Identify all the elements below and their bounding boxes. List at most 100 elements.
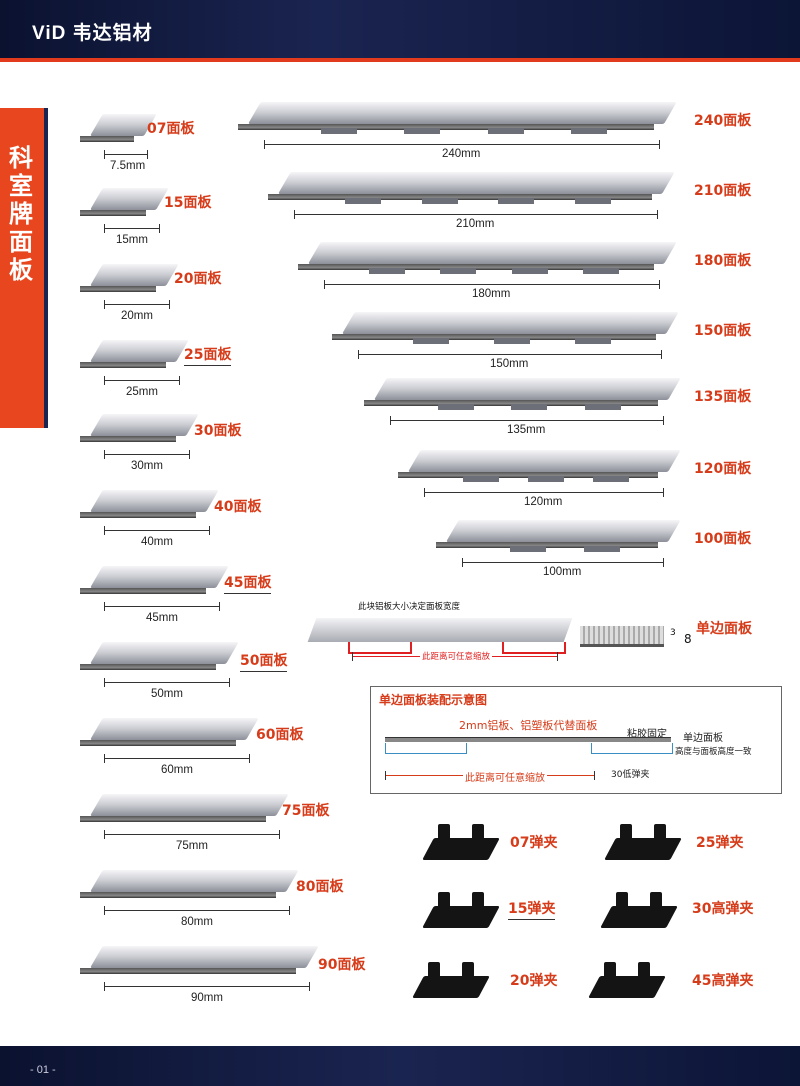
left-dim-line — [104, 678, 230, 687]
right-panel-image — [288, 242, 684, 280]
left-panel-label: 80面板 — [296, 879, 344, 895]
right-dim-line — [358, 350, 662, 359]
diagram-clip-right — [591, 743, 673, 754]
left-panel-label: 07面板 — [147, 121, 195, 137]
sidebar-block — [0, 108, 48, 428]
panel-rib — [511, 268, 548, 274]
panel-rib — [575, 198, 612, 204]
left-panel-label: 50面板 — [240, 650, 288, 672]
custom-panel-bottom-note: 此距离可任意缩放 — [420, 650, 493, 662]
left-dim-line — [104, 982, 310, 991]
right-dim-line — [390, 416, 664, 425]
diagram-note-scale: 此距离可任意缩放 — [463, 769, 547, 784]
right-dim-line — [462, 558, 664, 567]
panel-rib — [575, 338, 611, 344]
panel-rib — [463, 476, 499, 482]
panel-rib — [440, 268, 477, 274]
right-panel-label: 135面板 — [694, 389, 752, 405]
sidebar-title: 科室牌面板 — [9, 144, 33, 284]
right-panel-image — [228, 102, 684, 140]
panel-rib — [510, 546, 546, 552]
left-panel-label: 30面板 — [194, 423, 242, 439]
footer-bar: - 01 - — [0, 1046, 800, 1086]
panel-rib — [494, 338, 530, 344]
left-dim-line — [104, 376, 180, 385]
header-bar: ViD 韦达铝材 — [0, 0, 800, 58]
left-panel-image — [70, 718, 259, 752]
left-dim-line — [104, 830, 280, 839]
right-panel-image — [258, 172, 682, 210]
left-dim-line — [104, 150, 148, 159]
left-panel-image — [70, 114, 157, 148]
left-panel-label: 60面板 — [256, 727, 304, 743]
panel-rib — [570, 128, 607, 134]
panel-rib — [421, 198, 458, 204]
left-panel-image — [70, 642, 239, 676]
right-panel-image — [426, 520, 688, 558]
left-panel-image — [70, 188, 169, 222]
diagram-clip-left — [385, 743, 467, 754]
right-panel-label: 150面板 — [694, 323, 752, 339]
left-dim-label: 45mm — [146, 612, 178, 624]
panel-rib — [584, 404, 621, 410]
single-side-dim-a: 3 — [670, 628, 676, 638]
left-panel-image — [70, 794, 289, 828]
left-dim-label: 90mm — [191, 992, 223, 1004]
clip-image — [596, 888, 682, 940]
clip-image — [408, 958, 494, 1010]
left-panel-label: 20面板 — [174, 271, 222, 287]
right-dim-line — [424, 488, 664, 497]
diagram-note-clip: 30低弹夹 — [611, 770, 650, 780]
left-panel-image — [70, 414, 199, 448]
left-panel-image — [70, 566, 229, 600]
left-dim-line — [104, 602, 220, 611]
single-side-panel-image — [580, 626, 664, 647]
clip-image — [418, 888, 504, 940]
left-panel-label: 40面板 — [214, 499, 262, 515]
left-panel-image — [70, 490, 219, 524]
left-dim-label: 50mm — [151, 688, 183, 700]
right-panel-label: 100面板 — [694, 531, 752, 547]
right-dim-label: 120mm — [524, 496, 563, 508]
left-dim-label: 80mm — [181, 916, 213, 928]
panel-rib — [321, 128, 358, 134]
right-panel-label: 240面板 — [694, 113, 752, 129]
panel-rib — [498, 198, 535, 204]
right-panel-image — [322, 312, 686, 350]
left-dim-line — [104, 300, 170, 309]
right-dim-line — [294, 210, 658, 219]
clip-label: 15弹夹 — [508, 898, 556, 920]
assembly-diagram: 单边面板装配示意图 2mm铝板、铝塑板代替面板 粘胶固定 单边面板 高度与面板高… — [370, 686, 782, 794]
right-dim-label: 180mm — [472, 288, 511, 300]
left-dim-label: 30mm — [131, 460, 163, 472]
left-dim-label: 40mm — [141, 536, 173, 548]
right-dim-line — [324, 280, 660, 289]
page-number: - 01 - — [30, 1064, 56, 1076]
left-panel-label: 25面板 — [184, 344, 232, 366]
left-dim-line — [104, 526, 210, 535]
single-side-dim-b: 8 — [684, 632, 692, 646]
panel-rib — [593, 476, 629, 482]
clip-label: 45高弹夹 — [692, 973, 754, 989]
header-divider — [0, 58, 800, 62]
diagram-note-glue: 粘胶固定 — [627, 729, 667, 740]
custom-panel-top-note: 此块铝板大小决定面板宽度 — [358, 602, 461, 612]
left-dim-label: 25mm — [126, 386, 158, 398]
clip-image — [418, 820, 504, 872]
diagram-note-height: 高度与面板高度一致 — [675, 747, 752, 757]
clip-label: 20弹夹 — [510, 973, 558, 989]
left-dim-line — [104, 224, 160, 233]
right-panel-image — [354, 378, 688, 416]
brand-logo: ViD 韦达铝材 — [32, 23, 153, 44]
left-dim-label: 75mm — [176, 840, 208, 852]
clip-label: 30高弹夹 — [692, 901, 754, 917]
right-dim-label: 150mm — [490, 358, 529, 370]
right-panel-label: 210面板 — [694, 183, 752, 199]
right-dim-label: 135mm — [507, 424, 546, 436]
left-panel-label: 45面板 — [224, 572, 272, 594]
left-dim-label: 20mm — [121, 310, 153, 322]
clip-image — [584, 958, 670, 1010]
left-panel-label: 15面板 — [164, 195, 212, 211]
panel-rib — [584, 546, 620, 552]
diagram-title: 单边面板装配示意图 — [379, 693, 488, 707]
